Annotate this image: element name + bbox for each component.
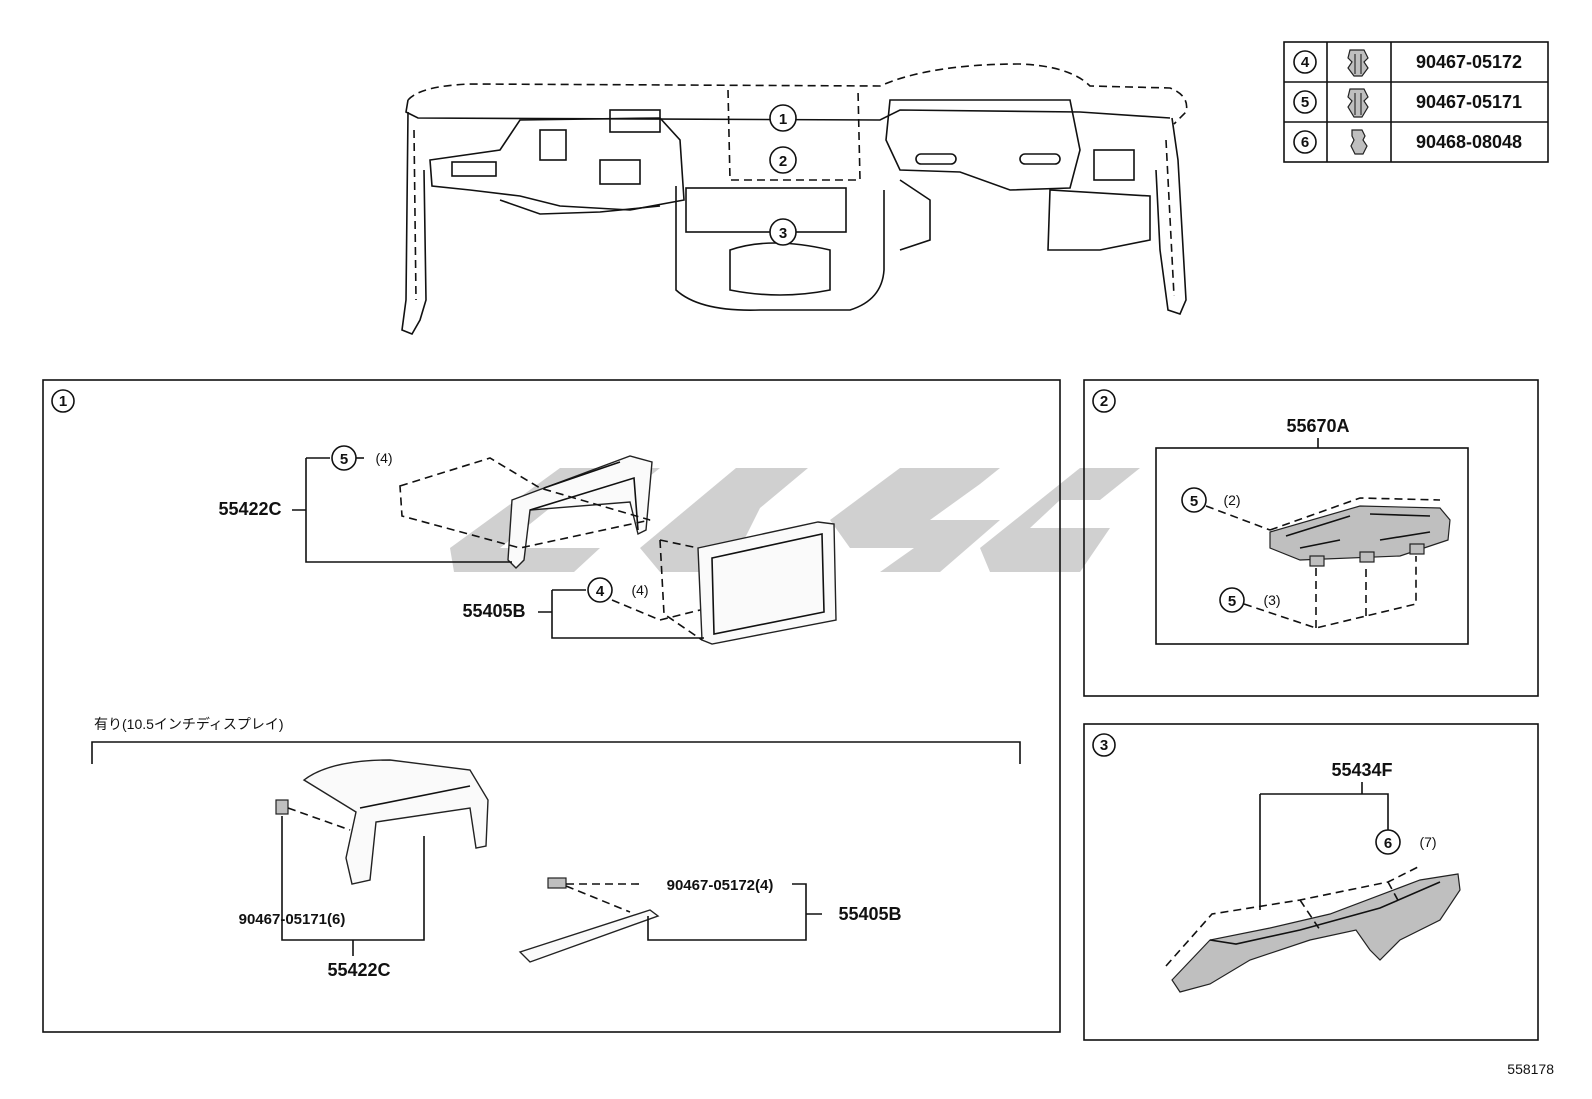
clip-legend-table: 4 90467-05172 5 90467-05171 6 90468-0804…	[1283, 41, 1549, 163]
clip-qty: (3)	[1263, 592, 1280, 608]
svg-text:6: 6	[1384, 835, 1392, 852]
clip-callout-5-upper: 5	[1181, 487, 1207, 513]
legend-row-4: 4 90467-05172	[1293, 49, 1522, 77]
display-hood	[275, 759, 489, 885]
vent-assembly	[1269, 505, 1451, 567]
legend-row-5: 5 90467-05171	[1293, 88, 1522, 118]
clip-callout-4: 4	[587, 577, 613, 603]
panel-3: 3 55434F 6 (7)	[1083, 723, 1539, 1041]
instrument-panel-bracket-upper	[399, 455, 653, 569]
legend-ref: 6	[1301, 134, 1309, 151]
display-trim-strip	[518, 877, 660, 963]
legend-part-number: 90467-05171	[1416, 92, 1522, 112]
svg-text:2: 2	[779, 153, 787, 170]
overview-callout-2: 2	[769, 146, 797, 174]
clip-callout-6: 6	[1375, 829, 1401, 855]
svg-text:3: 3	[779, 225, 787, 242]
dashboard-overview-drawing: 1 2 3	[401, 63, 1188, 336]
assembly-box	[1155, 447, 1469, 645]
clip-qty: (2)	[1223, 492, 1240, 508]
legend-part-number: 90468-08048	[1416, 132, 1522, 152]
svg-text:1: 1	[779, 111, 787, 128]
panel-1-label: 1	[59, 393, 67, 410]
variant-bracket-line	[91, 741, 1021, 764]
clip-label-90467-05172: 90467-05172(4)	[667, 877, 774, 894]
clip-callout-5-lower: 5	[1219, 587, 1245, 613]
lower-center-cover	[1171, 873, 1461, 993]
clip-icon	[547, 877, 567, 889]
overview-callout-1: 1	[769, 104, 797, 132]
clip-qty: (7)	[1419, 834, 1436, 850]
panel-1: 1 55422C 5 (4) 55405B 4 (4)	[42, 379, 1061, 1033]
display-frame	[659, 521, 837, 645]
panel-2: 2 55670A 5 (2) 5 (3)	[1083, 379, 1539, 697]
overview-callout-3: 3	[769, 218, 797, 246]
part-label-55670A: 55670A	[1286, 416, 1349, 436]
part-label-55405B-lower: 55405B	[838, 904, 901, 924]
clip-icon	[1350, 129, 1368, 155]
part-label-55422C: 55422C	[218, 499, 281, 519]
svg-text:5: 5	[1228, 593, 1236, 610]
legend-row-6: 6 90468-08048	[1293, 129, 1522, 155]
svg-text:5: 5	[340, 451, 348, 468]
part-label-55434F: 55434F	[1331, 760, 1392, 780]
clip-label-90467-05171: 90467-05171(6)	[239, 911, 346, 928]
svg-text:5: 5	[1190, 493, 1198, 510]
panel-2-label: 2	[1100, 393, 1108, 410]
panel-3-label: 3	[1100, 737, 1108, 754]
variant-note: 有り(10.5インチディスプレイ)	[94, 716, 284, 732]
legend-ref: 5	[1301, 94, 1309, 111]
clip-qty: (4)	[375, 450, 392, 466]
clip-callout-5: 5	[331, 445, 357, 471]
part-label-55405B: 55405B	[462, 601, 525, 621]
clip-qty: (4)	[631, 582, 648, 598]
svg-text:4: 4	[596, 583, 605, 600]
clip-icon	[1347, 88, 1369, 118]
part-label-55422C-lower: 55422C	[327, 960, 390, 980]
legend-part-number: 90467-05172	[1416, 52, 1522, 72]
clip-icon	[1347, 49, 1369, 77]
diagram-id: 558178	[1507, 1061, 1554, 1077]
clip-icon	[275, 799, 289, 815]
legend-ref: 4	[1301, 54, 1310, 71]
